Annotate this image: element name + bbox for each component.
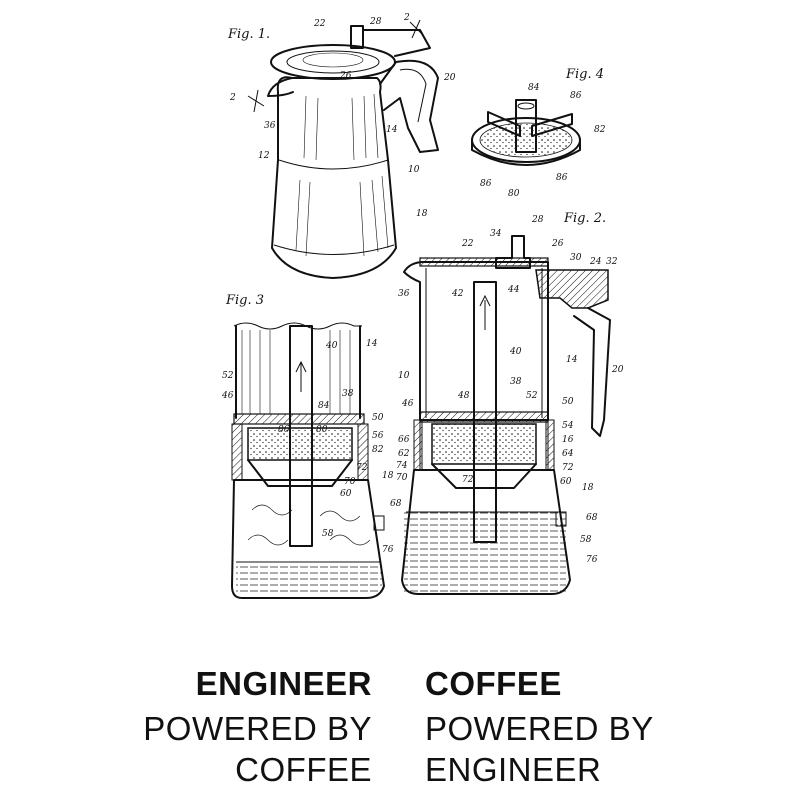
callout: 52 xyxy=(526,391,538,401)
callout: 36 xyxy=(264,121,276,131)
callout: 14 xyxy=(366,339,378,349)
callout: 84 xyxy=(318,401,330,411)
callout: 72 xyxy=(462,475,474,485)
callout: 46 xyxy=(401,399,414,409)
fig4-label: Fig. 4 xyxy=(565,67,604,82)
callout: 68 xyxy=(390,499,402,509)
callout: 84 xyxy=(528,83,540,93)
callout: 22 xyxy=(461,239,474,249)
callout: 34 xyxy=(490,229,502,239)
callout: 82 xyxy=(372,445,384,455)
callout: 22 xyxy=(313,19,326,29)
callout: 58 xyxy=(322,529,334,539)
callout: 28 xyxy=(531,215,544,225)
right-line-2: ENGINEER xyxy=(425,751,602,788)
callout: 10 xyxy=(398,371,410,381)
callout: 72 xyxy=(562,463,574,473)
callout: 68 xyxy=(586,513,598,523)
callout: 36 xyxy=(398,289,410,299)
callout: 58 xyxy=(580,535,592,545)
callout: 40 xyxy=(325,341,338,351)
fig1-pot-drawing: Fig. 1. 22 2 xyxy=(227,13,456,279)
callout: 2 xyxy=(229,93,236,103)
callout: 48 xyxy=(457,391,470,401)
callout: 50 xyxy=(562,397,574,407)
callout: 80 xyxy=(316,425,328,435)
fig1-label: Fig. 1. xyxy=(227,27,270,42)
callout: 62 xyxy=(398,449,410,459)
callout: 20 xyxy=(611,365,624,375)
callout: 30 xyxy=(570,253,582,263)
callout: 40 xyxy=(509,347,522,357)
callout: 86 xyxy=(480,179,492,189)
fig2-label: Fig. 2. xyxy=(563,211,606,226)
callout: 26 xyxy=(339,71,352,81)
callout: 14 xyxy=(386,125,398,135)
callout: 44 xyxy=(507,285,520,295)
callout: 42 xyxy=(451,289,464,299)
callout: 14 xyxy=(566,355,578,365)
callout: 60 xyxy=(560,477,572,487)
callout: 10 xyxy=(408,165,420,175)
callout: 18 xyxy=(582,483,594,493)
callout: 38 xyxy=(510,377,522,387)
callout: 26 xyxy=(551,239,564,249)
callout: 86 xyxy=(556,173,568,183)
callout: 50 xyxy=(372,413,384,423)
left-line-2: COFFEE xyxy=(235,751,372,788)
callout: 18 xyxy=(382,471,394,481)
callout: 70 xyxy=(344,477,356,487)
fig3-label: Fig. 3 xyxy=(225,293,264,308)
callout: 28 xyxy=(369,17,382,27)
callout: 24 xyxy=(589,257,602,267)
callout: 82 xyxy=(594,125,606,135)
callout: 86 xyxy=(278,425,290,435)
fig4-filter-drawing: Fig. 4 84 86 82 86 80 86 xyxy=(471,67,606,199)
callout: 16 xyxy=(562,435,574,445)
callout: 60 xyxy=(340,489,352,499)
left-heading: ENGINEER xyxy=(195,665,372,702)
callout: 46 xyxy=(221,391,234,401)
callout: 52 xyxy=(222,371,234,381)
callout: 74 xyxy=(396,461,408,471)
right-line-1: POWERED BY xyxy=(425,710,654,747)
callout: 76 xyxy=(382,545,394,555)
callout: 72 xyxy=(356,463,368,473)
callout: 38 xyxy=(342,389,354,399)
callout: 80 xyxy=(508,189,520,199)
callout: 64 xyxy=(562,449,574,459)
right-heading: COFFEE xyxy=(425,665,562,702)
callout: 20 xyxy=(443,73,456,83)
callout: 2 xyxy=(403,13,410,23)
callout: 12 xyxy=(258,151,270,161)
patent-drawing: Fig. 1. 22 2 xyxy=(221,13,624,599)
fig2-section-drawing: Fig. 2. 28 34 26 30 24 32 22 36 42 xyxy=(396,211,624,595)
callout: 76 xyxy=(586,555,598,565)
callout: 54 xyxy=(562,421,574,431)
fig3-detail-drawing: Fig. 3 40 14 52 38 46 xyxy=(221,293,402,599)
callout: 18 xyxy=(416,209,428,219)
callout: 56 xyxy=(372,431,384,441)
callout: 32 xyxy=(606,257,618,267)
left-line-1: POWERED BY xyxy=(143,710,372,747)
callout: 70 xyxy=(396,473,408,483)
callout: 66 xyxy=(398,435,410,445)
callout: 86 xyxy=(570,91,582,101)
